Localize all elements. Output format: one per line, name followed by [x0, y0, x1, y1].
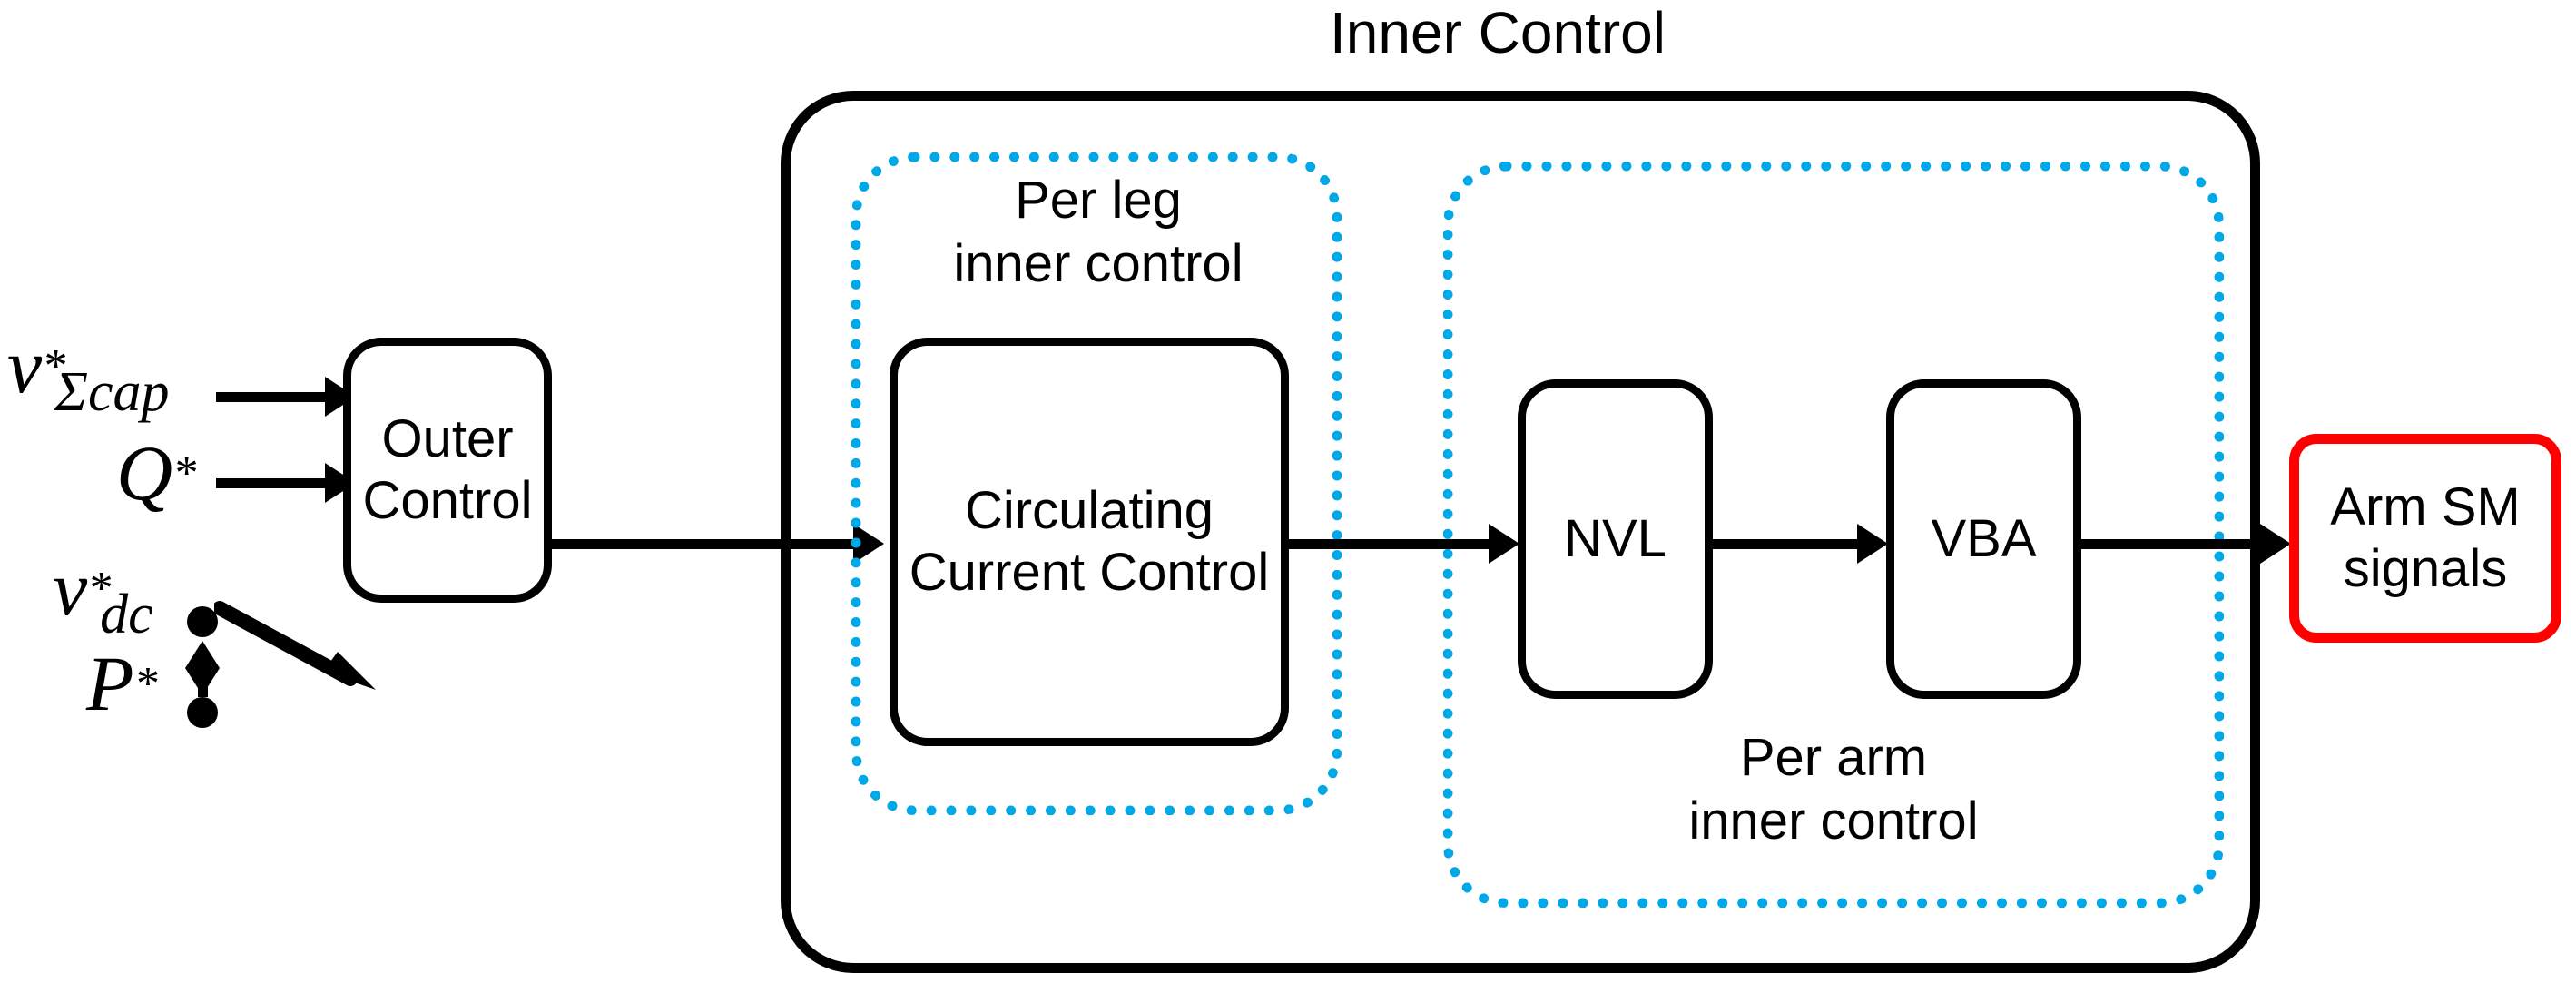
- selector-dot-pref[interactable]: [187, 697, 218, 728]
- input-label-pref-sup: *: [133, 657, 158, 710]
- arm-sm-signals-label: Arm SM signals: [2330, 477, 2521, 598]
- arrow-circ-to-nvl-line: [1289, 539, 1503, 549]
- per-arm-group-label: Per arm inner control: [1688, 728, 1979, 850]
- input-label-vdc-sup: *: [87, 562, 112, 614]
- input-label-pref: P*: [86, 644, 158, 723]
- input-label-vdc: v*dc: [53, 549, 164, 643]
- input-label-qref: Q*: [116, 434, 196, 512]
- arm-sm-signals-box[interactable]: Arm SM signals: [2289, 434, 2561, 643]
- arrow-circ-to-nvl-head: [1489, 524, 1519, 564]
- circulating-current-control-label: Circulating Current Control: [909, 480, 1270, 602]
- selector-diagonal-arrow: [214, 601, 376, 690]
- outer-control-label: Outer Control: [362, 408, 533, 530]
- per-arm-group: [1443, 162, 2224, 908]
- page-title: Inner Control: [1330, 0, 1666, 65]
- inner-control-container: [781, 91, 2260, 973]
- arrow-vba-to-armsm-line: [2081, 539, 2276, 549]
- per-leg-group: [851, 152, 1342, 815]
- input-label-vsigmacap-sub: Σcap: [54, 361, 170, 423]
- per-leg-group-label: Per leg inner control: [953, 171, 1244, 293]
- vba-label: VBA: [1931, 508, 2037, 568]
- arrow-vsigmacap-line: [216, 392, 327, 402]
- nvl-box[interactable]: NVL: [1518, 379, 1713, 699]
- input-label-vdc-base: v: [53, 545, 88, 632]
- selector-dot-vdc[interactable]: [187, 606, 218, 637]
- arrow-outer-to-circ-line: [552, 539, 868, 549]
- selector-arrow-down-head: [185, 668, 220, 695]
- vba-box[interactable]: VBA: [1886, 379, 2081, 699]
- input-label-vdc-sub: dc: [100, 584, 153, 645]
- input-label-qref-sup: *: [172, 447, 197, 499]
- input-label-vsigmacap-sup: *: [42, 339, 66, 392]
- outer-control-box[interactable]: Outer Control: [343, 338, 552, 603]
- nvl-label: NVL: [1564, 508, 1667, 568]
- input-label-vsigmacap: v*Σcap: [7, 327, 181, 420]
- input-label-pref-base: P: [86, 640, 134, 727]
- arrow-nvl-to-vba-head: [1857, 524, 1888, 564]
- arrow-nvl-to-vba-line: [1713, 539, 1872, 549]
- arrow-vba-to-armsm-head: [2260, 524, 2291, 564]
- arrow-qref-line: [216, 478, 327, 488]
- input-label-vsigmacap-base: v: [7, 322, 43, 409]
- circulating-current-control-box[interactable]: Circulating Current Control: [890, 338, 1289, 746]
- input-label-qref-base: Q: [116, 429, 173, 516]
